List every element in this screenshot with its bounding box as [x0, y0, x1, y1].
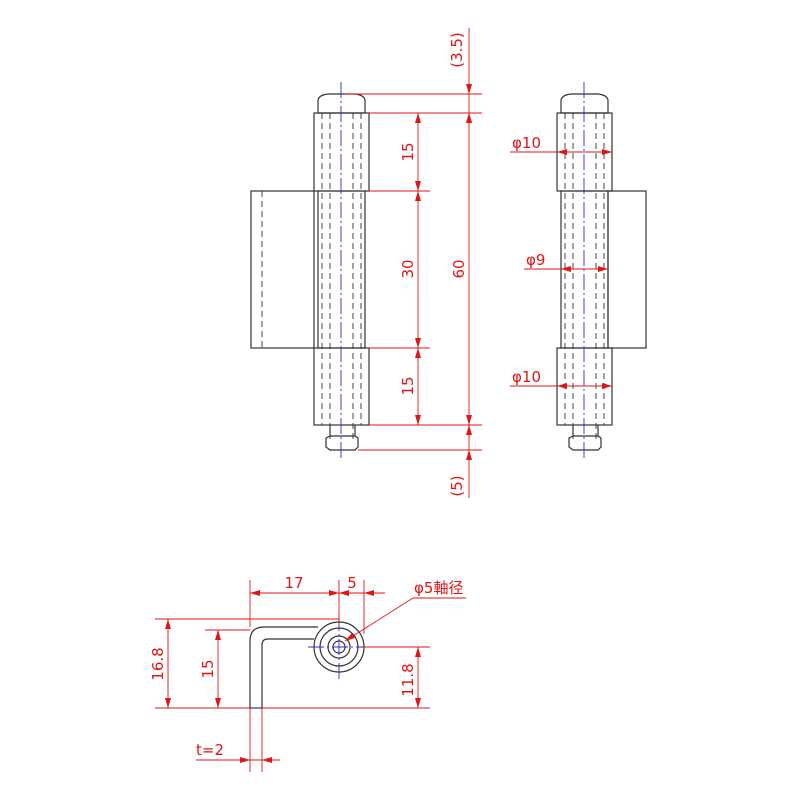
- middle-knuckle: [317, 190, 366, 349]
- dim-total-length-label: 60: [450, 259, 468, 278]
- dim-lower-knuckle-label: 15: [399, 376, 417, 395]
- front-view: [250, 82, 370, 458]
- dim-axis-height-label: 11.8: [399, 663, 417, 696]
- top-view: [249, 615, 372, 709]
- side-pin-head-top: [560, 93, 609, 114]
- side-leaf-plate: [607, 190, 647, 349]
- dim-offset-label: 5: [347, 574, 357, 592]
- dim-thickness-label: t=2: [196, 741, 224, 759]
- dim-middle-knuckle-label: 30: [399, 259, 417, 278]
- dim-pin-bottom-label: (5): [448, 475, 466, 496]
- pin-head-top: [317, 93, 366, 114]
- dim-upper-diameter-label: φ10: [512, 134, 541, 152]
- top-view-dimensions: 17 5 φ5軸径 16.8 15 11.8 t=2: [149, 574, 466, 772]
- dim-pin-diameter-label: φ5軸径: [414, 579, 463, 597]
- pin-end-bottom: [325, 425, 359, 451]
- dim-upper-knuckle-label: 15: [399, 142, 417, 161]
- dim-lower-diameter-label: φ10: [512, 368, 541, 386]
- front-view-dimensions: (3.5) 15 30 15 60 (5): [345, 28, 482, 498]
- dim-overall-height-label: 16.8: [149, 647, 167, 680]
- dim-pin-top-label: (3.5): [448, 32, 466, 68]
- side-lower-knuckle: [556, 347, 613, 426]
- dim-middle-diameter-label: φ9: [526, 251, 545, 269]
- leaf-inner-profile: [261, 638, 314, 708]
- side-view-dimensions: φ10 φ9 φ10: [510, 134, 612, 389]
- dim-leaf-height-label: 15: [199, 659, 217, 678]
- leaf-plate: [250, 190, 315, 349]
- side-view: [556, 82, 647, 458]
- dim-leaf-width-label: 17: [284, 574, 303, 592]
- leaf-outer-profile: [249, 626, 318, 708]
- lower-knuckle: [313, 347, 370, 426]
- side-pin-end-bottom: [568, 425, 602, 451]
